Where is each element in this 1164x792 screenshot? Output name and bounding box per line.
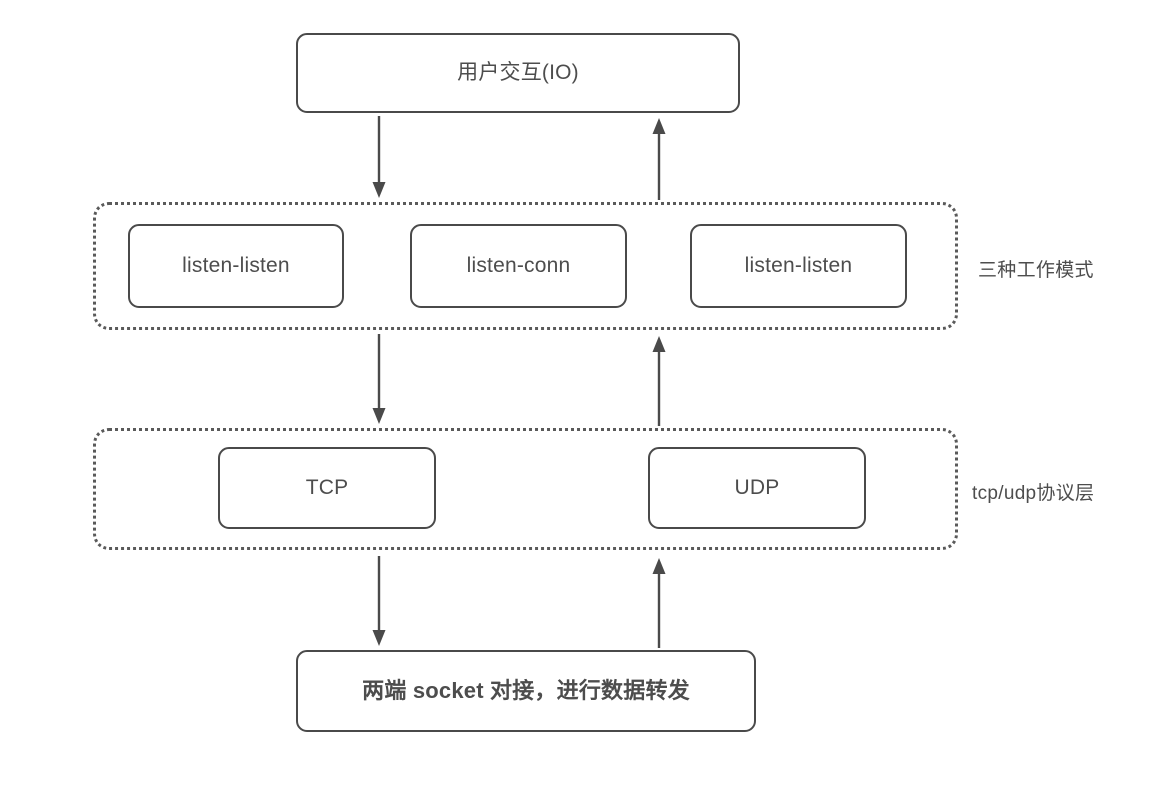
arrow-modes-to-protocol-down-icon xyxy=(372,334,386,424)
side-label-protocol-layer: tcp/udp协议层 xyxy=(972,483,1095,504)
node-tcp: TCP xyxy=(218,447,436,529)
arrow-protocol-to-modes-up-icon xyxy=(652,336,666,426)
node-mode-listen-conn: listen-conn xyxy=(410,224,627,308)
group-working-modes xyxy=(93,202,958,330)
node-mode-listen-listen-left: listen-listen xyxy=(128,224,344,308)
arrow-socket-to-protocol-up-icon xyxy=(652,558,666,648)
arrow-modes-to-io-up-icon xyxy=(652,118,666,200)
arrow-protocol-to-socket-down-icon xyxy=(372,556,386,646)
node-user-interaction-io: 用户交互(IO) xyxy=(296,33,740,113)
node-udp: UDP xyxy=(648,447,866,529)
arrow-io-to-modes-down-icon xyxy=(372,116,386,198)
node-socket-forwarding: 两端 socket 对接，进行数据转发 xyxy=(296,650,756,732)
group-protocol-layer xyxy=(93,428,958,550)
side-label-working-modes: 三种工作模式 xyxy=(978,260,1094,281)
node-mode-listen-listen-right: listen-listen xyxy=(690,224,907,308)
